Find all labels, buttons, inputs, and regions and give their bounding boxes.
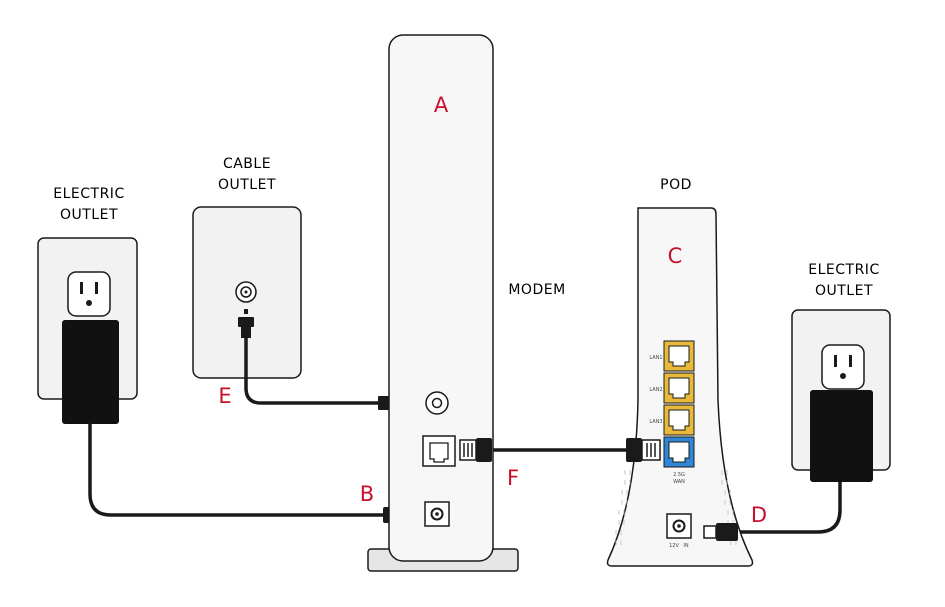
modem-power-cable [88, 422, 386, 517]
cables [88, 336, 842, 534]
step-letter-c: C [668, 244, 683, 268]
modem-body [388, 34, 494, 562]
modem-coax-port [425, 391, 449, 415]
left-outlet-caption-1: ELECTRIC [53, 186, 124, 202]
right-outlet-caption-2: OUTLET [815, 283, 873, 299]
cable-outlet-caption-2: OUTLET [218, 177, 276, 193]
pod-lan3-label: LAN3 [649, 419, 662, 425]
pod-power-label-12v: 12V [669, 543, 679, 549]
right-electric-outlet [791, 309, 891, 482]
left-power-adapter [62, 320, 119, 424]
pod-wan-label-2: WAN [673, 479, 685, 485]
step-letter-d: D [751, 503, 767, 527]
pod-power-plug [703, 523, 738, 541]
pod-power-label-in: IN [683, 543, 688, 549]
pod-power-cable [736, 480, 842, 534]
pod-lan1-label: LAN1 [649, 355, 662, 361]
modem-caption: MODEM [508, 282, 565, 298]
cable-outlet [192, 206, 302, 379]
pod-wan-label-1: 2.5G [673, 472, 685, 478]
coax-cable [244, 336, 380, 405]
pod-lan2-label: LAN2 [649, 387, 662, 393]
right-outlet-caption-1: ELECTRIC [808, 262, 879, 278]
cable-outlet-caption-1: CABLE [223, 156, 271, 172]
left-outlet-caption-2: OUTLET [60, 207, 118, 223]
pod: LAN1 LAN2 LAN3 2.5G WAN 12V IN [606, 207, 754, 567]
step-letter-e: E [218, 384, 231, 408]
modem [367, 34, 519, 572]
modem-ethernet-plug [459, 438, 492, 462]
right-power-adapter [810, 390, 873, 482]
pod-ethernet-plug [626, 438, 661, 462]
step-letter-a: A [434, 93, 449, 117]
left-electric-outlet [37, 237, 138, 424]
modem-ethernet-port [422, 435, 456, 467]
step-letter-b: B [360, 482, 374, 506]
coax-plug-icon [238, 317, 254, 327]
pod-caption: POD [660, 177, 692, 193]
step-letter-f: F [507, 466, 519, 490]
